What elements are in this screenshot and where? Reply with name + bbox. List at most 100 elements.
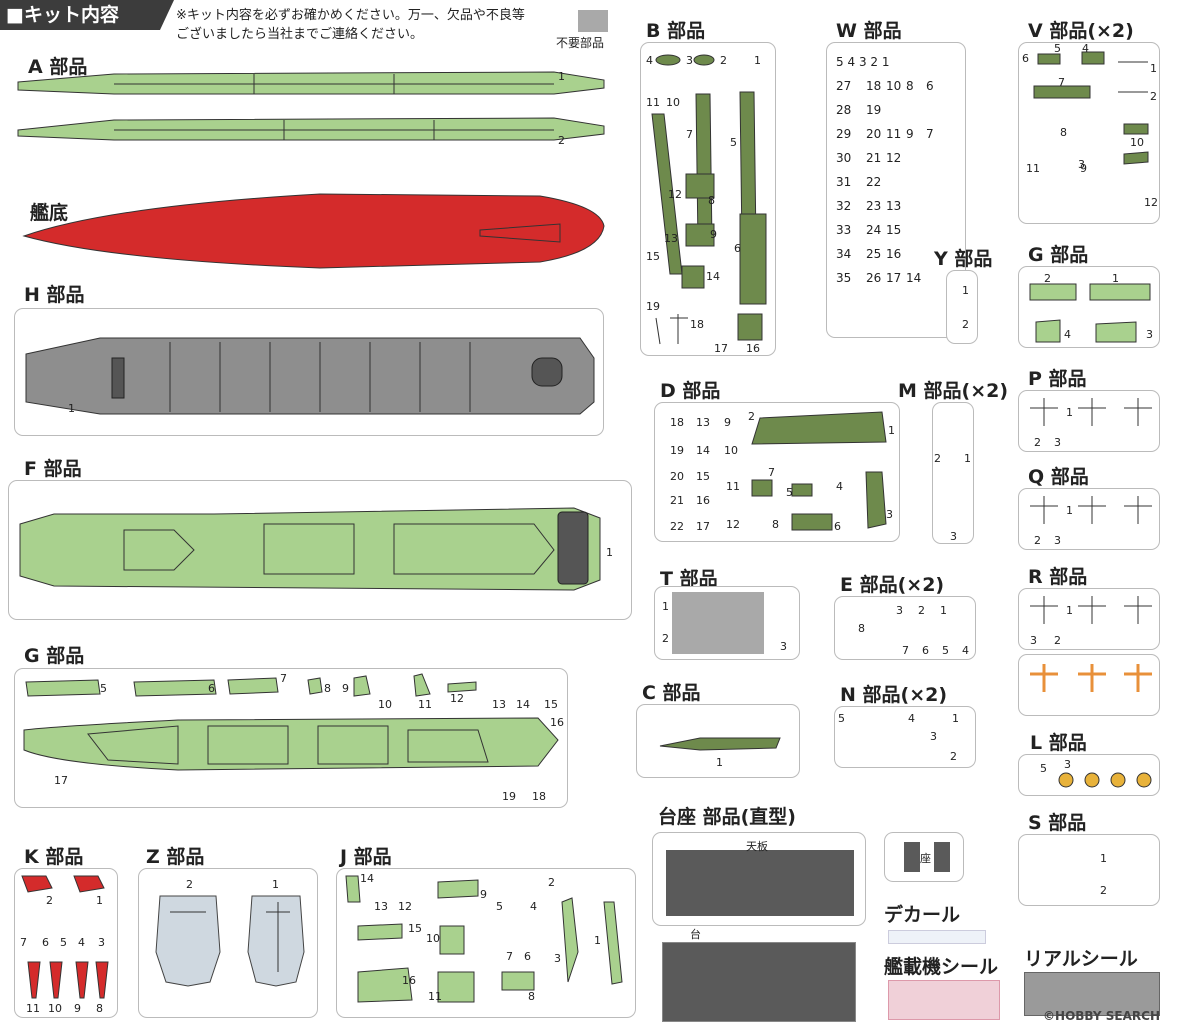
svg-text:3: 3	[886, 508, 893, 521]
svg-text:1: 1	[754, 54, 761, 67]
svg-text:13: 13	[696, 416, 710, 429]
svg-text:2: 2	[748, 410, 755, 423]
label-m-parts: M 部品(×2)	[898, 380, 1009, 402]
svg-text:22: 22	[670, 520, 684, 533]
label-d-parts: D 部品	[660, 380, 721, 402]
stand-top-plate	[666, 850, 854, 916]
svg-text:7: 7	[768, 466, 775, 479]
svg-text:15: 15	[544, 698, 558, 711]
svg-text:14: 14	[706, 270, 720, 283]
label-hull-bottom: 艦底	[30, 202, 69, 224]
svg-text:18: 18	[690, 318, 704, 331]
aircraft-seal-sheet	[888, 980, 1000, 1020]
svg-text:16: 16	[550, 716, 564, 729]
p-parts-frame	[1018, 390, 1160, 452]
svg-text:5: 5	[60, 936, 67, 949]
svg-text:7: 7	[280, 672, 287, 685]
s-parts-frame	[1018, 834, 1160, 906]
svg-text:9: 9	[710, 228, 717, 241]
svg-text:3: 3	[686, 54, 693, 67]
svg-text:17: 17	[54, 774, 68, 787]
svg-text:3: 3	[554, 952, 561, 965]
svg-text:2: 2	[1150, 90, 1157, 103]
svg-text:4: 4	[836, 480, 843, 493]
svg-text:3: 3	[1054, 534, 1061, 547]
svg-text:3: 3	[1078, 158, 1085, 171]
a-parts-drawing: 1 2	[17, 70, 605, 147]
svg-text:19: 19	[670, 444, 684, 457]
svg-text:9: 9	[480, 888, 487, 901]
stand-seat-left	[904, 842, 920, 872]
label-g-parts-large: G 部品	[24, 645, 85, 667]
m-parts-frame	[932, 402, 974, 544]
svg-text:19: 19	[646, 300, 660, 313]
svg-text:1: 1	[272, 878, 279, 891]
svg-text:19: 19	[502, 790, 516, 803]
watermark: ©HOBBY SEARCH	[1043, 1009, 1160, 1023]
svg-text:7: 7	[686, 128, 693, 141]
svg-text:13: 13	[374, 900, 388, 913]
svg-text:14: 14	[696, 444, 710, 457]
svg-text:3: 3	[1146, 328, 1153, 341]
svg-text:1: 1	[1112, 272, 1119, 285]
unused-parts-label: 不要部品	[556, 36, 605, 50]
g-parts-large-drawing: 5 6 7 8 9 10 11 12 13 14 15 16 17 18 19	[23, 672, 564, 803]
unused-parts-swatch	[578, 10, 608, 32]
svg-text:10: 10	[48, 1002, 62, 1015]
svg-text:8: 8	[324, 682, 331, 695]
svg-text:1: 1	[1066, 406, 1073, 419]
svg-text:9: 9	[1080, 162, 1087, 175]
svg-text:5: 5	[496, 900, 503, 913]
svg-text:15: 15	[696, 470, 710, 483]
svg-text:11: 11	[428, 990, 442, 1003]
svg-text:1: 1	[1066, 604, 1073, 617]
svg-text:8: 8	[528, 990, 535, 1003]
svg-text:2: 2	[1054, 634, 1061, 647]
svg-text:9: 9	[74, 1002, 81, 1015]
svg-text:20: 20	[670, 470, 684, 483]
svg-text:10: 10	[426, 932, 440, 945]
label-g-parts-small: G 部品	[1028, 244, 1089, 266]
svg-text:3: 3	[98, 936, 105, 949]
f-parts-drawing: 1	[19, 507, 613, 591]
svg-text:4: 4	[1082, 44, 1089, 55]
label-h-parts: H 部品	[24, 284, 85, 306]
svg-text:7: 7	[1058, 76, 1065, 89]
page-title: ■キット内容	[0, 0, 174, 30]
label-n-parts: N 部品(×2)	[840, 684, 948, 706]
svg-text:12: 12	[726, 518, 740, 531]
svg-text:16: 16	[402, 974, 416, 987]
real-seal-sheet	[1024, 972, 1160, 1016]
svg-text:2: 2	[1034, 436, 1041, 449]
r-parts-frame-green	[1018, 588, 1160, 650]
label-q-parts: Q 部品	[1028, 466, 1089, 488]
svg-text:9: 9	[724, 416, 731, 429]
svg-text:10: 10	[1130, 136, 1144, 149]
label-aircraft-seal: 艦載機シール	[884, 956, 999, 978]
svg-text:4: 4	[530, 900, 537, 913]
svg-text:1: 1	[96, 894, 103, 907]
hull-bottom-drawing	[22, 193, 605, 269]
svg-text:4: 4	[646, 54, 653, 67]
svg-text:12: 12	[450, 692, 464, 705]
svg-text:11: 11	[726, 480, 740, 493]
stand-seat-right	[934, 842, 950, 872]
label-y-parts: Y 部品	[934, 248, 993, 270]
y-parts-frame	[946, 270, 978, 344]
label-v-parts: V 部品(×2)	[1028, 20, 1134, 42]
label-j-parts: J 部品	[340, 846, 392, 868]
svg-text:7: 7	[20, 936, 27, 949]
label-b-parts: B 部品	[646, 20, 706, 42]
t-parts-unused-block	[672, 592, 764, 654]
label-l-parts: L 部品	[1030, 732, 1087, 754]
svg-text:2: 2	[720, 54, 727, 67]
v-parts-drawing: 65 41 72 810 311 912	[1022, 44, 1158, 209]
svg-text:6: 6	[834, 520, 841, 533]
a-num-2: 2	[558, 134, 565, 147]
label-stand-parts: 台座 部品(直型)	[658, 806, 796, 828]
e-parts-frame	[834, 596, 976, 660]
